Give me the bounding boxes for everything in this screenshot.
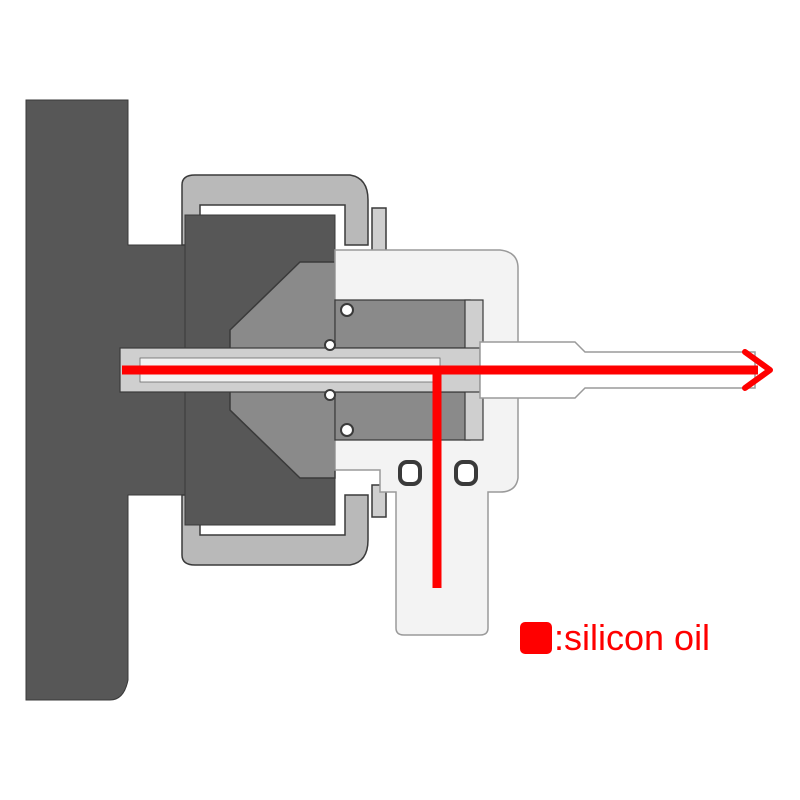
o-ring [340, 423, 354, 437]
o-ring [324, 389, 336, 401]
arrow-right-icon [742, 349, 773, 391]
legend-label: :silicon oil [554, 617, 711, 658]
oil-swatch [520, 622, 552, 654]
seal-ring [454, 460, 478, 486]
cap-nut-top [181, 174, 369, 246]
housing-body [25, 99, 186, 701]
pin-top [371, 207, 387, 253]
o-ring [324, 339, 336, 351]
legend: :silicon oil [520, 620, 710, 656]
seal-ring [398, 460, 422, 486]
o-ring [340, 303, 354, 317]
cap-nut-bottom [181, 494, 369, 566]
pin-bottom [371, 484, 387, 518]
